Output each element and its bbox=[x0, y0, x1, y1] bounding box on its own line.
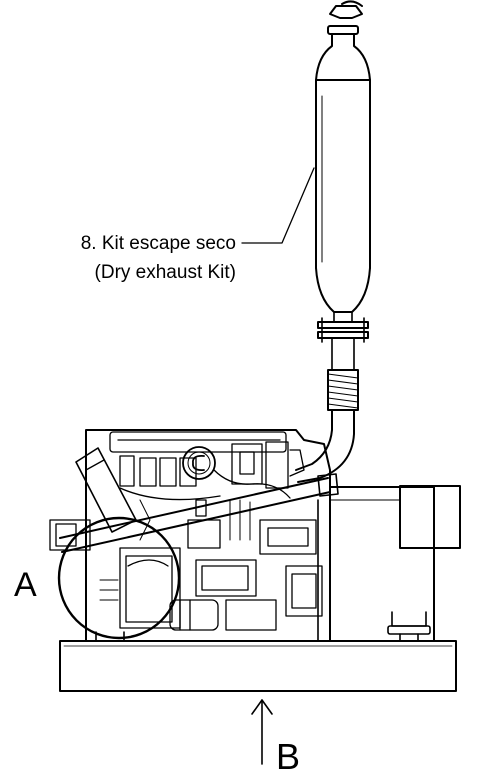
view-arrow-b bbox=[251, 699, 273, 765]
engine-block bbox=[49, 429, 339, 642]
callout-leader bbox=[241, 167, 315, 244]
base-skid bbox=[59, 640, 457, 692]
view-label-b: B bbox=[276, 736, 301, 777]
callout-kit-subtitle: (Dry exhaust Kit) bbox=[94, 262, 236, 283]
detail-circle-a bbox=[57, 516, 181, 640]
detail-label-a: A bbox=[14, 566, 37, 604]
alternator bbox=[329, 485, 461, 642]
exhaust-silencer bbox=[295, 0, 371, 483]
callout-kit-title: 8. Kit escape seco bbox=[80, 233, 236, 254]
